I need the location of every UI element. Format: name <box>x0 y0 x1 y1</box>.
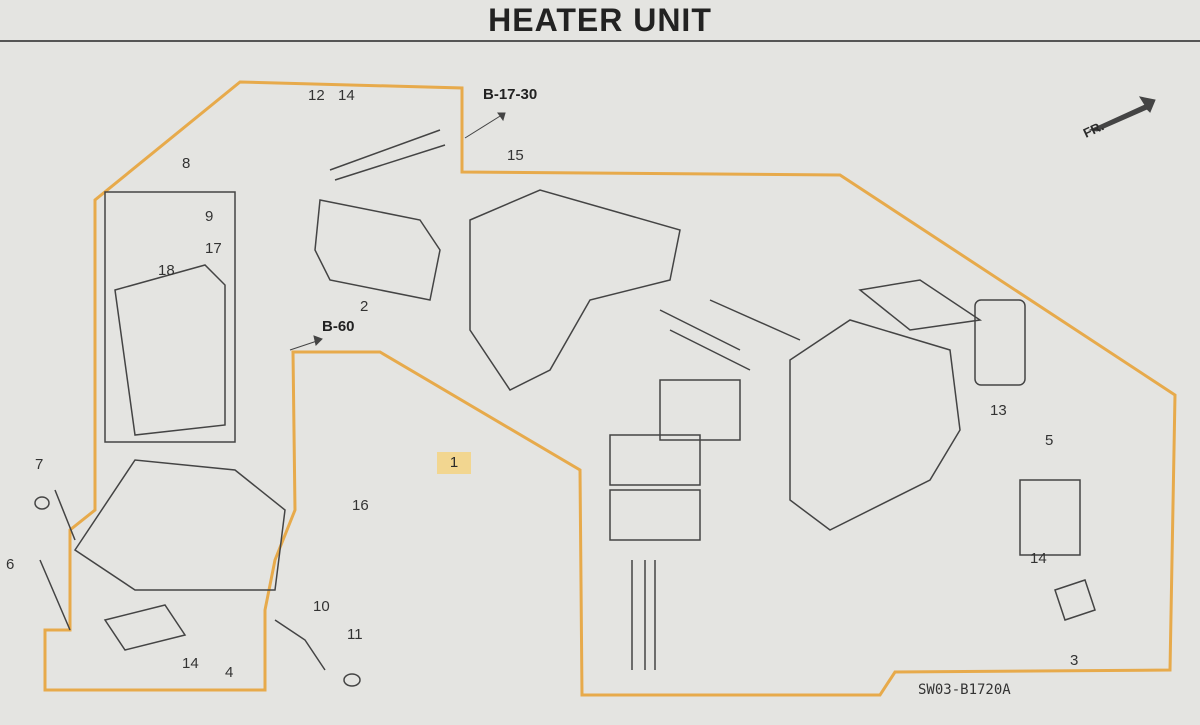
gasket-strip <box>858 279 983 331</box>
part-label-3[interactable]: 3 <box>1070 652 1079 669</box>
part-label-18[interactable]: 18 <box>158 262 175 279</box>
right-case-half <box>789 319 961 531</box>
evaporator-core <box>114 264 226 436</box>
motor-3 <box>1054 579 1096 621</box>
part-label-12[interactable]: 12 <box>308 87 325 104</box>
gasket-frame <box>974 299 1026 386</box>
hose-10 <box>274 619 326 671</box>
rod-6 <box>39 489 76 631</box>
title-divider <box>0 40 1200 42</box>
reference-b-60: B-60 <box>322 318 355 335</box>
lower-case <box>73 459 286 591</box>
actuator-bracket <box>1019 479 1081 556</box>
heater-core <box>314 199 441 301</box>
heater-pipes <box>329 129 446 181</box>
part-label-13[interactable]: 13 <box>990 402 1007 419</box>
part-label-4[interactable]: 4 <box>225 664 234 681</box>
diagram-code: SW03-B1720A <box>918 682 1011 698</box>
part-label-2[interactable]: 2 <box>360 298 369 315</box>
part-label-7[interactable]: 7 <box>35 456 44 473</box>
filter-plate-2 <box>609 434 701 486</box>
assembly-outline <box>43 80 1177 697</box>
part-label-6[interactable]: 6 <box>6 556 15 573</box>
part-label-14-top[interactable]: 14 <box>338 87 355 104</box>
part-label-16[interactable]: 16 <box>352 497 369 514</box>
nut-7 <box>34 496 50 510</box>
seal-strips <box>631 560 656 670</box>
left-case-half <box>469 189 681 391</box>
part-label-11[interactable]: 11 <box>347 626 363 643</box>
evaporator-box <box>104 191 236 443</box>
part-label-9[interactable]: 9 <box>205 208 214 225</box>
part-label-14-bottom[interactable]: 14 <box>182 655 199 672</box>
part-label-5[interactable]: 5 <box>1045 432 1054 449</box>
part-label-15[interactable]: 15 <box>507 147 524 164</box>
part-label-14-right[interactable]: 14 <box>1030 550 1047 567</box>
part-label-1[interactable]: 1 <box>437 452 471 474</box>
grommet-11 <box>343 673 361 687</box>
thermostat-4 <box>103 604 187 651</box>
part-label-8[interactable]: 8 <box>182 155 191 172</box>
filter-plate-3 <box>609 489 701 541</box>
filter-plate-1 <box>659 379 741 441</box>
part-label-10[interactable]: 10 <box>313 598 330 615</box>
blend-doors <box>659 299 801 371</box>
page-title: HEATER UNIT <box>488 2 712 38</box>
part-label-17[interactable]: 17 <box>205 240 222 257</box>
reference-b-17-30: B-17-30 <box>483 86 538 103</box>
